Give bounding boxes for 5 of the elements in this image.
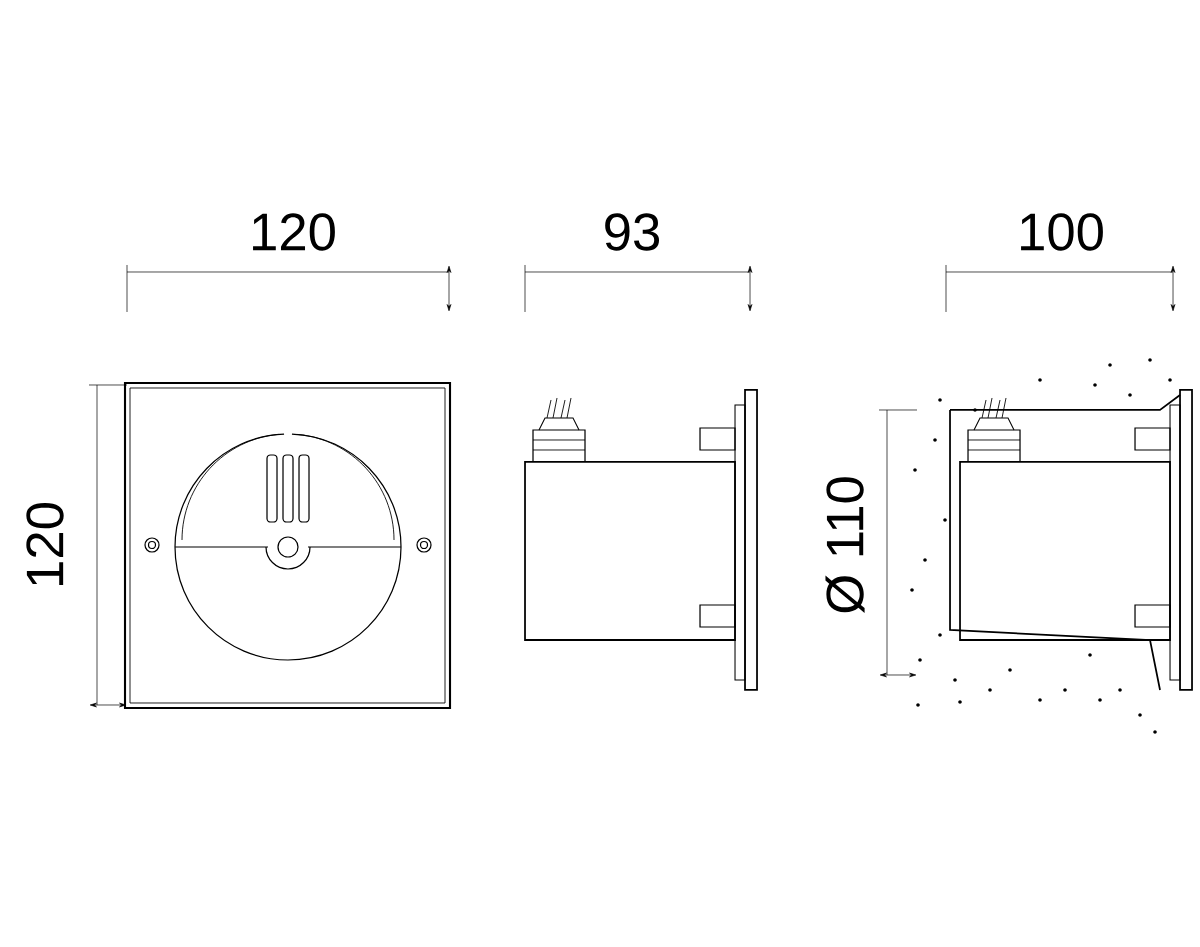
dimension-label: 100 [1021,213,1103,251]
dimension-label: 120 [26,503,64,585]
dimension-label: 93 [605,213,659,251]
dimension-label: Ø 110 [825,477,865,614]
dimension-label: 120 [253,213,335,251]
